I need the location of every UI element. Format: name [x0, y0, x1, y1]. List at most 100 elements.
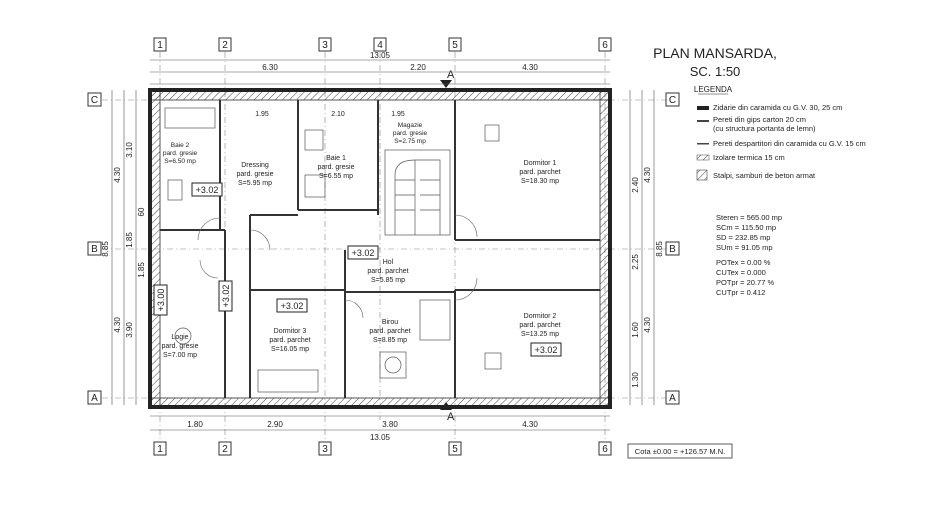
dim-label: 3.80	[382, 420, 398, 429]
room-label: Dormitor 2 pard. parchet S=13.25 mp	[519, 313, 560, 338]
svg-text:+3.02: +3.02	[535, 345, 558, 355]
axis-marker-right: B	[665, 241, 680, 256]
axis-marker-bottom: 3	[318, 441, 332, 456]
dim-label: 4.30	[522, 63, 538, 72]
stat-line: SUm = 91.05 mp	[716, 243, 772, 252]
axis-marker-left: C	[87, 92, 102, 107]
title-line2: SC. 1:50	[690, 64, 741, 79]
left-axis-markers: C B A	[87, 92, 102, 405]
dim-label: 2.90	[267, 420, 283, 429]
cota-box: Cota ±0.00 = +126.57 M.N.	[627, 443, 733, 459]
svg-text:+3.02: +3.02	[221, 285, 231, 308]
interior-walls	[160, 100, 600, 398]
dimension-labels: 13.05 6.30 2.20 4.30 1.95 1.95 2.10 1.80…	[101, 51, 664, 442]
stat-line: POTpr = 20.77 %	[716, 278, 774, 287]
svg-text:4: 4	[377, 40, 383, 51]
room-floor: pard. gresie	[393, 130, 428, 137]
svg-text:5: 5	[452, 40, 458, 51]
dim-label: 4.30	[643, 167, 652, 183]
room-label: Birou pard. parchet S=8.85 mp	[369, 319, 410, 344]
axis-marker-top: 4	[373, 37, 387, 52]
svg-text:Zidarie din caramida cu G.V. 3: Zidarie din caramida cu G.V. 30, 25 cm	[713, 103, 842, 112]
svg-text:+3.02: +3.02	[281, 301, 304, 311]
svg-text:6: 6	[602, 444, 608, 455]
room-floor: pard. parchet	[369, 328, 410, 335]
svg-text:Pereti despartitori din carami: Pereti despartitori din caramida cu G.V.…	[713, 139, 866, 148]
room-name: Dressing	[241, 162, 269, 169]
title-line1: PLAN MANSARDA,	[653, 45, 777, 61]
dim-label: 3.90	[125, 322, 134, 338]
section-marks: A A	[440, 69, 455, 423]
rooms: Baie 2 pard. gresie S=6.50 mp Dressing p…	[162, 122, 561, 359]
elevation-marks: +3.02 +3.02 +3.02 +3.02 +3.00 +3.02	[153, 182, 562, 357]
dim-label: 1.60	[631, 322, 640, 338]
dim-label: 6.30	[262, 63, 278, 72]
dim-label: 1.80	[187, 420, 203, 429]
svg-text:B: B	[669, 244, 676, 255]
svg-text:+3.00: +3.00	[156, 289, 166, 312]
axis-marker-bottom: 6	[598, 441, 612, 456]
svg-text:C: C	[91, 95, 98, 106]
room-name: Dormitor 2	[524, 313, 557, 320]
dim-label: 13.05	[370, 433, 391, 442]
plan-title: PLAN MANSARDA, SC. 1:50	[653, 45, 777, 79]
dim-label: 2.40	[631, 177, 640, 193]
elevation-mark: +3.02	[191, 182, 223, 197]
room-label: Logie pard. gresie S=7.00 mp	[162, 334, 199, 359]
axis-marker-right: A	[665, 390, 680, 405]
axis-marker-bottom: 2	[218, 441, 232, 456]
dim-label: 1.30	[631, 372, 640, 388]
axis-marker-top: 1	[153, 37, 167, 52]
stat-line: SCm = 115.50 mp	[716, 223, 776, 232]
legend-item: Izolare termica 15 cm	[696, 153, 785, 162]
elevation-mark: +3.02	[347, 245, 379, 260]
room-floor: pard. gresie	[163, 150, 198, 157]
room-name: Dormitor 3	[274, 328, 307, 335]
room-name: Magazie	[398, 122, 423, 129]
room-area: S=5.85 mp	[371, 277, 405, 284]
room-label: Hol pard. parchet S=5.85 mp	[367, 259, 408, 284]
right-axis-markers: C B A	[665, 92, 680, 405]
svg-text:A: A	[91, 393, 98, 404]
svg-text:1: 1	[157, 444, 163, 455]
room-floor: pard. parchet	[269, 337, 310, 344]
dim-label: 2.20	[410, 63, 426, 72]
svg-text:Pereti din gips carton 20 cm: Pereti din gips carton 20 cm	[713, 115, 806, 124]
dim-label: 3.10	[125, 142, 134, 158]
dim-label: 1.85	[137, 262, 146, 278]
legend-item: Pereti despartitori din caramida cu G.V.…	[697, 139, 866, 148]
room-area: S=16.05 mp	[271, 346, 309, 353]
area-stats: Steren = 565.00 mp SCm = 115.50 mp SD = …	[716, 213, 782, 297]
elevation-mark: +3.02	[276, 298, 308, 313]
stat-line: SD = 232.85 mp	[716, 233, 770, 242]
room-area: S=6.55 mp	[319, 173, 353, 180]
svg-text:+3.02: +3.02	[352, 248, 375, 258]
dim-label: 2.10	[331, 111, 345, 118]
room-floor: pard. parchet	[367, 268, 408, 275]
elevation-mark: +3.02	[530, 342, 562, 357]
top-axis-markers: 1 2 3 4 5 6	[153, 37, 612, 52]
legend-item: Pereti din gips carton 20 cm (cu structu…	[697, 115, 816, 133]
dim-label: 1.85	[125, 232, 134, 248]
doors	[197, 214, 478, 319]
legend-title: LEGENDA	[694, 85, 733, 94]
room-name: Birou	[382, 319, 398, 326]
axis-marker-left: B	[87, 241, 102, 256]
room-floor: pard. gresie	[237, 171, 274, 178]
elevation-mark: +3.02	[218, 280, 233, 312]
room-area: S=6.50 mp	[164, 158, 196, 165]
svg-text:2: 2	[222, 444, 228, 455]
axis-marker-bottom: 5	[448, 441, 462, 456]
room-label: Baie 2 pard. gresie S=6.50 mp	[163, 142, 198, 165]
axis-marker-left: A	[87, 390, 102, 405]
grid-lines	[102, 52, 672, 440]
dim-label: 4.30	[522, 420, 538, 429]
room-name: Baie 1	[326, 155, 346, 162]
room-area: S=18.30 mp	[521, 178, 559, 185]
svg-text:6: 6	[602, 40, 608, 51]
dim-label: 8.85	[101, 241, 110, 257]
svg-text:B: B	[91, 244, 98, 255]
dim-label: 4.30	[113, 167, 122, 183]
svg-text:3: 3	[322, 40, 328, 51]
legend: LEGENDA Zidarie din caramida cu G.V. 30,…	[694, 85, 866, 181]
